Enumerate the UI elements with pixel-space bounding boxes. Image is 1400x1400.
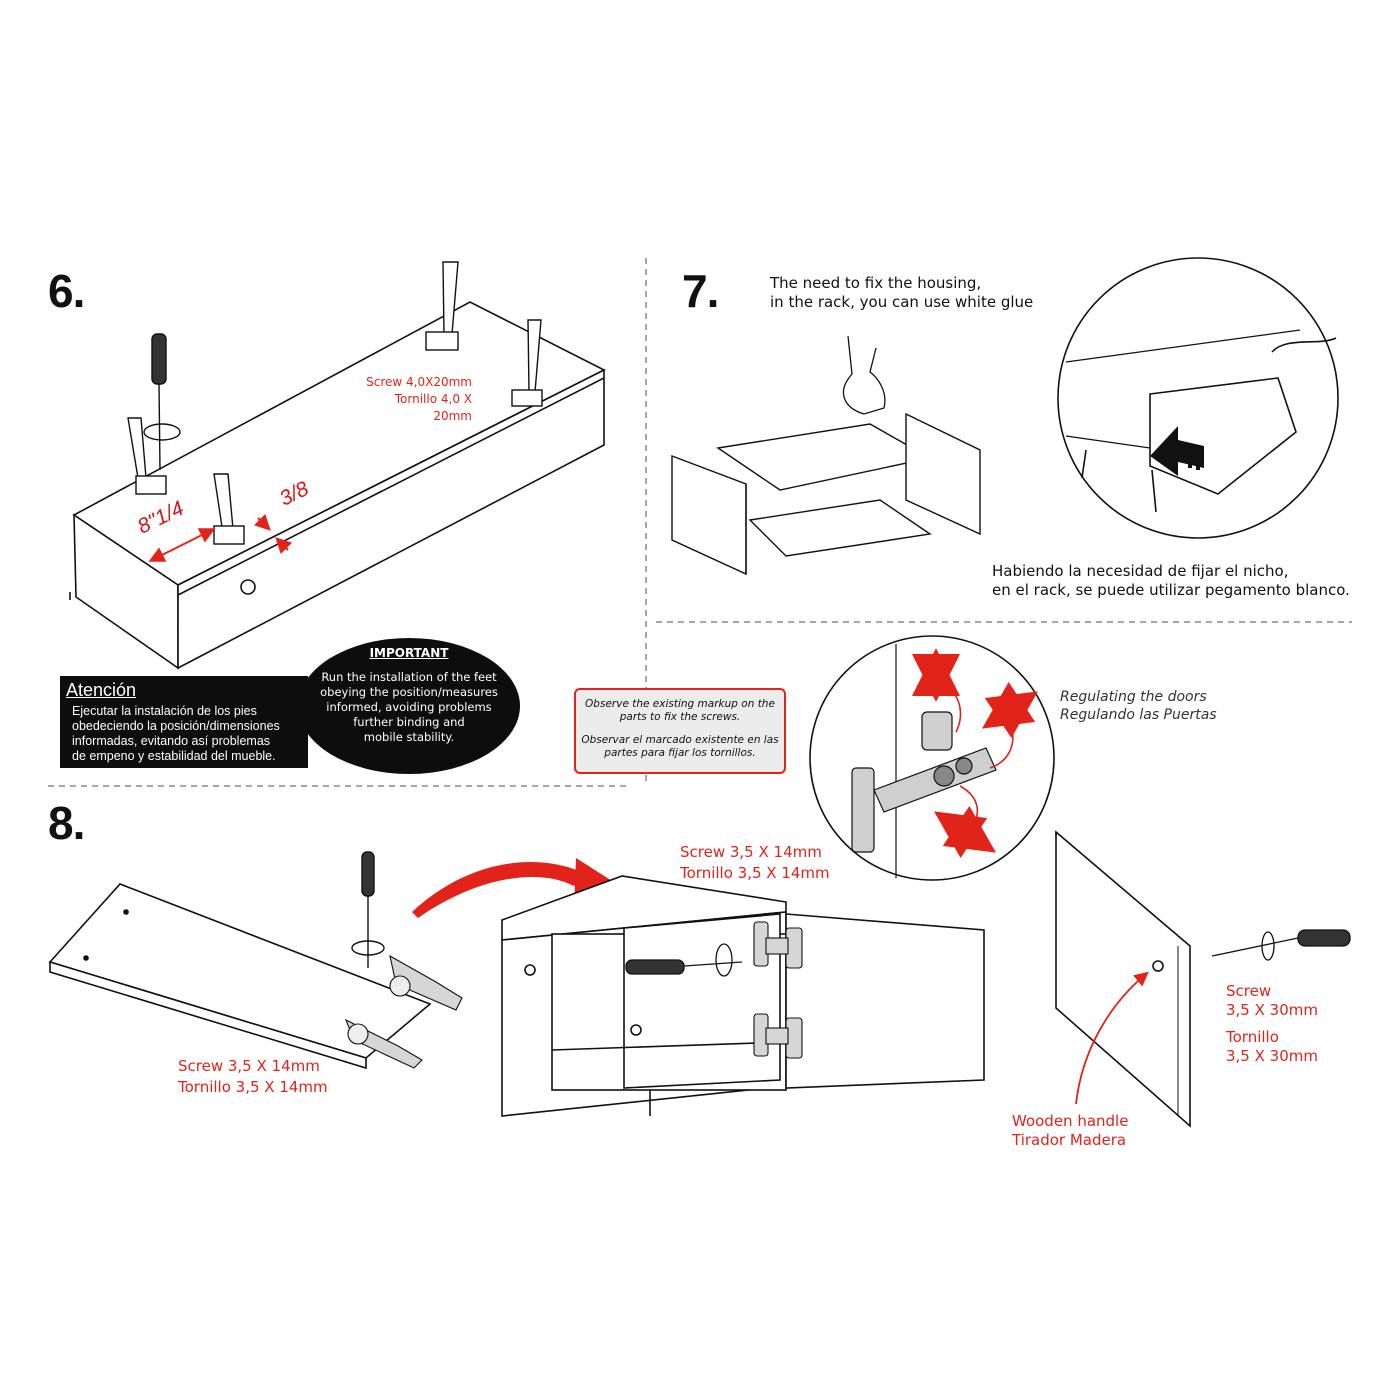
- handle-es: Tirador Madera: [1012, 1131, 1127, 1149]
- regulating-doors-label: Regulating the doors Regulando las Puert…: [1060, 688, 1217, 724]
- screw-label-en: Screw 4,0X20mm: [366, 375, 472, 389]
- door-panel: [48, 883, 432, 1070]
- important-body: Run the installation of the feet obeying…: [298, 660, 520, 745]
- screwdriver-icon: [143, 333, 181, 471]
- screw-label-mid: Screw 3,5 X 14mm Tornillo 3,5 X 14mm: [680, 842, 830, 884]
- screwdriver-icon: [351, 851, 385, 968]
- screw-label-left: Screw 3,5 X 14mm Tornillo 3,5 X 14mm: [178, 1056, 328, 1098]
- step-7-number: 7.: [682, 265, 719, 317]
- atencion-title: Atención: [66, 680, 137, 700]
- important-line: mobile stability.: [363, 730, 455, 744]
- screw-en-size: 3,5 X 30mm: [1226, 1001, 1318, 1019]
- screw-en: Screw 3,5 X 14mm: [178, 1057, 320, 1075]
- atencion-line: informadas, evitando así problemas: [72, 734, 271, 748]
- screwdriver-icon: [1211, 929, 1351, 961]
- observe-line: partes para fijar los tornillos.: [604, 747, 756, 759]
- note-line: in the rack, you can use white glue: [770, 293, 1034, 311]
- regulating-en: Regulating the doors: [1060, 689, 1207, 705]
- screw-label-step6: Screw 4,0X20mm Tornillo 4,0 X 20mm: [362, 374, 472, 425]
- screw-label-es: Tornillo 4,0 X 20mm: [394, 392, 472, 423]
- atencion-body: Ejecutar la instalación de los pies obed…: [60, 701, 308, 764]
- step7-note-es: Habiendo la necesidad de fijar el nicho,…: [992, 562, 1350, 600]
- screw-es-size: 3,5 X 30mm: [1226, 1047, 1318, 1065]
- screw-es: Tornillo 3,5 X 14mm: [178, 1078, 328, 1096]
- handle-panel: [1055, 830, 1191, 1128]
- atencion-box: Atención Ejecutar la instalación de los …: [60, 676, 308, 768]
- observe-en: Observe the existing markup on the parts…: [576, 690, 784, 724]
- screw-label-right: Screw 3,5 X 30mm Tornillo 3,5 X 30mm: [1226, 982, 1318, 1066]
- atencion-line: obedeciendo la posición/dimensiones: [72, 719, 280, 733]
- note-line: Habiendo la necesidad de fijar el nicho,: [992, 562, 1289, 580]
- step7-note-en: The need to fix the housing, in the rack…: [770, 274, 1033, 312]
- screw-es: Tornillo 3,5 X 14mm: [680, 864, 830, 882]
- cabinet-step6: [69, 301, 606, 670]
- hinge-icon: [344, 954, 463, 1069]
- niche-step7: [671, 412, 981, 576]
- regulating-es: Regulando las Puertas: [1060, 707, 1217, 723]
- cabinet-step8: [501, 875, 985, 1117]
- wooden-handle-label: Wooden handle Tirador Madera: [1012, 1112, 1128, 1150]
- atencion-line: de empeno y estabilidad del mueble.: [72, 749, 276, 763]
- step-6-number: 6.: [48, 265, 85, 317]
- observe-markup-note: Observe the existing markup on the parts…: [574, 688, 786, 774]
- hinge-zoom-circle: [809, 635, 1055, 881]
- observe-line: Observe the existing markup on the: [585, 698, 775, 710]
- important-line: informed, avoiding problems: [326, 700, 492, 714]
- screw-en: Screw 3,5 X 14mm: [680, 843, 822, 861]
- adjust-arrows: [912, 648, 1038, 858]
- handle-leader-arrow: [1075, 971, 1149, 1105]
- screw-en: Screw: [1226, 982, 1272, 1000]
- hinge-icon: [753, 921, 803, 1059]
- zoom-circle-glue: [1057, 257, 1339, 539]
- observe-line: Observar el marcado existente en las: [581, 734, 779, 746]
- hinge-icon: [851, 711, 997, 853]
- step-8-number: 8.: [48, 797, 85, 849]
- screw-es: Tornillo: [1226, 1028, 1279, 1046]
- observe-line: parts to fix the screws.: [619, 711, 741, 723]
- dimension-arrows: [148, 513, 293, 562]
- important-line: further binding and: [353, 715, 465, 729]
- note-line: en el rack, se puede utilizar pegamento …: [992, 581, 1350, 599]
- leg-icon: [127, 261, 543, 545]
- atencion-line: Ejecutar la instalación de los pies: [72, 704, 257, 718]
- hand-icon: [842, 335, 886, 415]
- observe-es: Observar el marcado existente en las par…: [576, 724, 784, 760]
- important-line: obeying the position/measures: [320, 685, 498, 699]
- push-arrow-icon: [1150, 426, 1204, 476]
- important-title: IMPORTANT: [369, 646, 449, 660]
- important-callout: IMPORTANT Run the installation of the fe…: [298, 638, 520, 774]
- handle-en: Wooden handle: [1012, 1112, 1129, 1130]
- note-line: The need to fix the housing,: [770, 274, 982, 292]
- important-line: Run the installation of the feet: [321, 670, 497, 684]
- screwdriver-icon: [625, 943, 743, 977]
